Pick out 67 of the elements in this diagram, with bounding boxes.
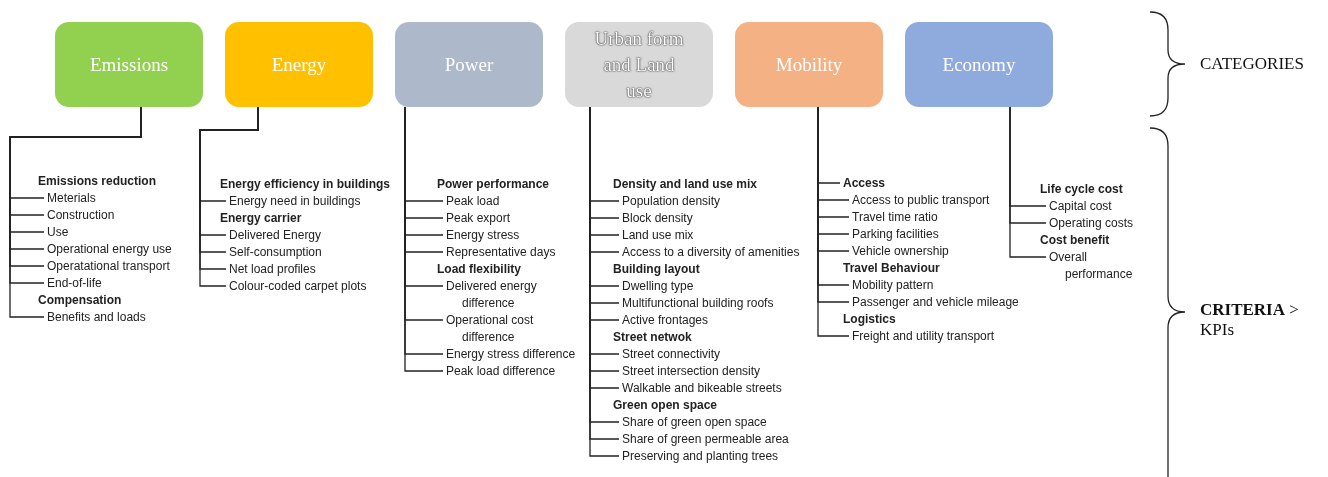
kpi-text: Street connectivity (622, 345, 721, 363)
kpi-text: End-of-life (47, 274, 102, 292)
criterion-heading: Energy efficiency in buildings (220, 175, 391, 193)
kpi-text: Overall performance (1049, 248, 1149, 283)
kpi-text: Block density (622, 209, 693, 227)
criterion-heading: Street netwok (613, 328, 692, 346)
kpi-text: Dwelling type (622, 277, 694, 295)
criterion-heading: Load flexibility (437, 260, 521, 278)
kpi-text: Energy stress (446, 226, 520, 244)
kpi-text: Operatational transport (47, 257, 170, 275)
kpi-text: Peak load (446, 192, 500, 210)
kpi-text: Mobility pattern (852, 276, 934, 294)
kpi-text: Multifunctional building roofs (622, 294, 774, 312)
kpi-text: Net load profiles (229, 260, 316, 278)
kpi-text: Parking facilities (852, 225, 939, 243)
kpi-text: Share of green open space (622, 413, 767, 431)
criterion-heading: Life cycle cost (1040, 180, 1123, 198)
criterion-heading: Logistics (843, 310, 896, 328)
kpi-text: Land use mix (622, 226, 694, 244)
kpi-text: Peak export (446, 209, 511, 227)
side-label: CRITERIA > KPIs (1200, 300, 1300, 340)
kpi-text: Peak load difference (446, 362, 556, 380)
category-box: Mobility (735, 22, 883, 107)
kpi-text: Meterials (47, 189, 96, 207)
kpi-text: Population density (622, 192, 721, 210)
kpi-text: Freight and utility transport (852, 327, 995, 345)
criterion-heading: Emissions reduction (38, 172, 157, 190)
category-box: Economy (905, 22, 1053, 107)
kpi-text: Delivered Energy (229, 226, 322, 244)
kpi-text: Representative days (446, 243, 556, 261)
kpi-text: Benefits and loads (47, 308, 146, 326)
kpi-text: Operational energy use (47, 240, 172, 258)
kpi-text: Capital cost (1049, 197, 1112, 215)
kpi-text: Operating costs (1049, 214, 1134, 232)
kpi-text: Access to a diversity of amenities (622, 243, 800, 261)
kpi-text: Travel time ratio (852, 208, 938, 226)
kpi-text: Energy stress difference (446, 345, 576, 363)
kpi-text: Vehicle ownership (852, 242, 949, 260)
kpi-text: Street intersection density (622, 362, 761, 380)
criterion-heading: Compensation (38, 291, 122, 309)
criterion-heading: Building layout (613, 260, 700, 278)
criterion-heading: Density and land use mix (613, 175, 758, 193)
kpi-text: Share of green permeable area (622, 430, 789, 448)
kpi-text: Energy need in buildings (229, 192, 361, 210)
category-box: Power (395, 22, 543, 107)
criterion-heading: Energy carrier (220, 209, 302, 227)
kpi-text: Delivered energy difference (446, 277, 576, 312)
criterion-heading: Green open space (613, 396, 718, 414)
criterion-heading: Cost benefit (1040, 231, 1110, 249)
category-box: Emissions (55, 22, 203, 107)
kpi-text: Operational cost difference (446, 311, 576, 346)
kpi-text: Walkable and bikeable streets (622, 379, 782, 397)
kpi-text: Active frontages (622, 311, 709, 329)
kpi-text: Preserving and planting trees (622, 447, 779, 465)
connector-line (1009, 106, 1047, 258)
kpi-text: Colour-coded carpet plots (229, 277, 367, 295)
criterion-heading: Power performance (437, 175, 550, 193)
criterion-heading: Travel Behaviour (843, 259, 940, 277)
side-label: CATEGORIES (1200, 54, 1304, 74)
kpi-text: Passenger and vehicle mileage (852, 293, 1019, 311)
category-box: Urban form and Land use (565, 22, 713, 107)
criterion-heading: Access (843, 174, 886, 192)
kpi-text: Use (47, 223, 69, 241)
kpi-text: Construction (47, 206, 115, 224)
kpi-text: Access to public transport (852, 191, 990, 209)
kpi-text: Self-consumption (229, 243, 322, 261)
category-box: Energy (225, 22, 373, 107)
